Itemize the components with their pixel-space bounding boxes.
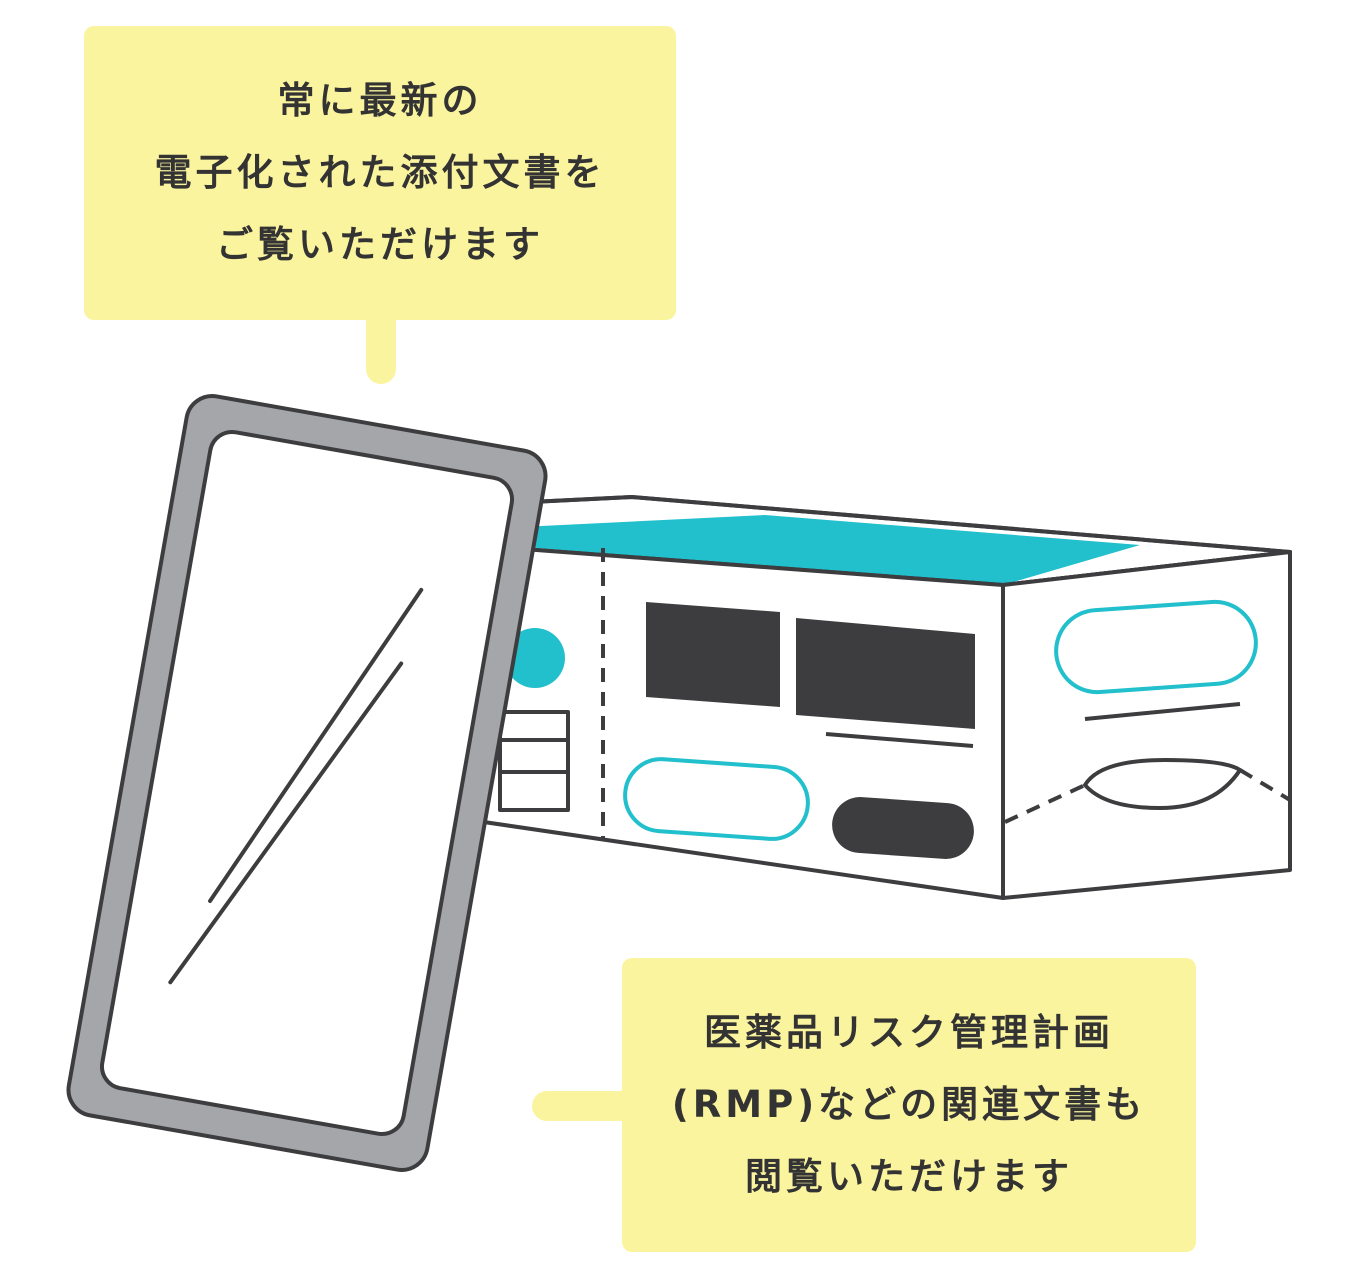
- callout-top: 常に最新の 電子化された添付文書を ご覧いただけます: [84, 26, 676, 320]
- callout-top-line-3: ご覧いただけます: [216, 223, 544, 266]
- smartphone-icon: [66, 394, 548, 1172]
- callout-top-line-2: 電子化された添付文書を: [154, 151, 606, 194]
- callout-bottom: 医薬品リスク管理計画 (RMP)などの関連文書も 閲覧いただけます: [622, 958, 1196, 1252]
- callout-bottom-line-3: 閲覧いただけます: [745, 1155, 1073, 1198]
- callout-bottom-line-2: (RMP)などの関連文書も: [671, 1083, 1147, 1126]
- callout-bottom-line-1: 医薬品リスク管理計画: [704, 1011, 1114, 1054]
- medicine-box-icon: [468, 495, 1292, 900]
- callout-top-line-1: 常に最新の: [277, 79, 483, 122]
